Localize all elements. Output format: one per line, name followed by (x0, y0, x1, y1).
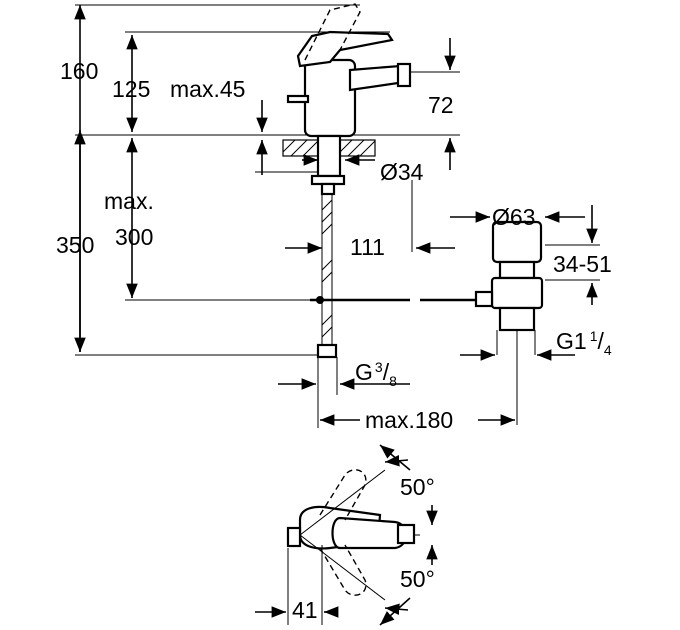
dim-300: 300 (115, 224, 153, 250)
side-view (74, 3, 600, 428)
dim-max: max. (104, 188, 154, 214)
angle-top: 50° (400, 474, 435, 500)
dim-max180: max.180 (365, 407, 453, 433)
flex-hose (316, 194, 338, 359)
dim-160: 160 (60, 58, 98, 84)
waste-assembly (474, 220, 544, 425)
faucet-body (286, 3, 412, 196)
dim-41: 41 (292, 597, 318, 623)
dim-350: 350 (56, 232, 94, 258)
dim-111: 111 (350, 234, 385, 260)
dim-34: Ø34 (380, 159, 424, 185)
dim-34-51: 34-51 (553, 251, 612, 277)
dim-63: Ø63 (492, 204, 535, 230)
deck-hatch (282, 139, 376, 157)
dim-125: 125 (112, 76, 150, 102)
angle-bottom: 50° (400, 566, 435, 592)
dim-72: 72 (428, 92, 454, 118)
dim-max45: max.45 (170, 76, 245, 102)
top-view (255, 444, 438, 626)
